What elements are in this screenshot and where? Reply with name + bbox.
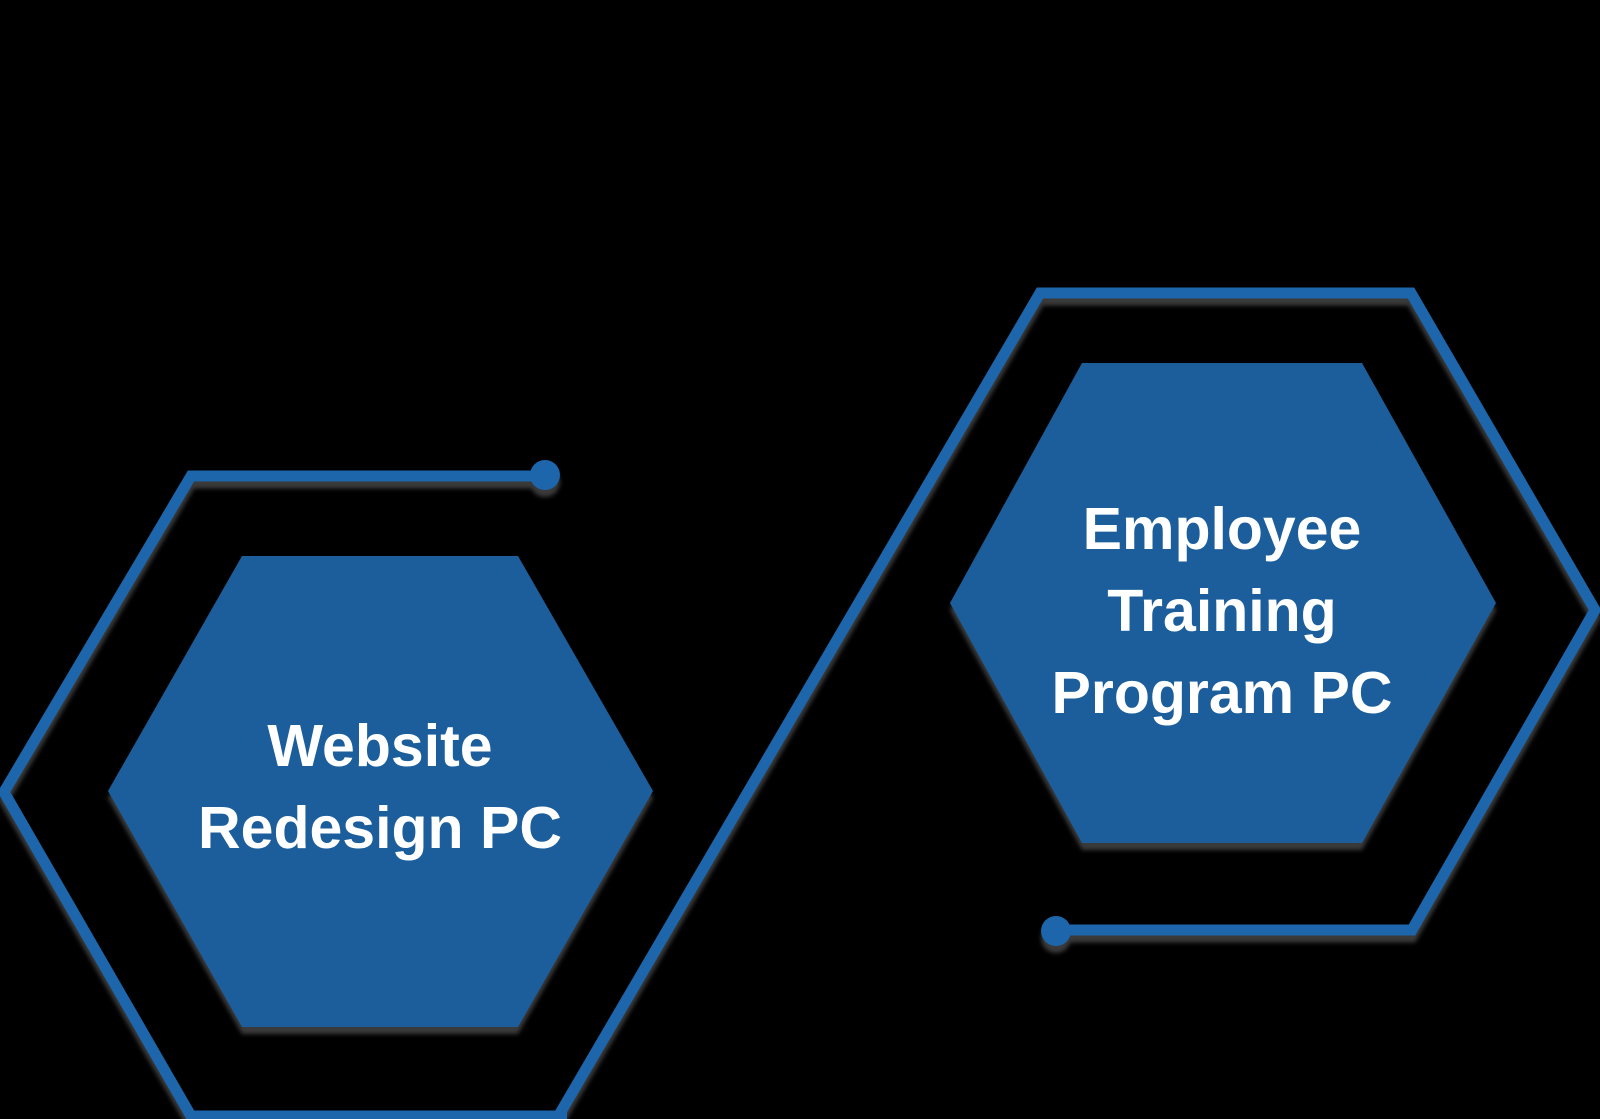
website-redesign-label-line2: Redesign PC (198, 795, 562, 861)
right-hexagon-outline (550, 287, 1600, 1119)
labels-layer: Website Redesign PC Employee Training Pr… (198, 496, 1392, 861)
employee-training-label-line1: Employee (1083, 496, 1362, 562)
left-connector-dot (530, 460, 560, 490)
right-connector-dot (1041, 916, 1071, 946)
employee-training-hexagon (950, 363, 1496, 843)
left-hexagon-outline (0, 470, 567, 1119)
employee-training-label-line3: Program PC (1052, 660, 1393, 726)
website-redesign-label-line1: Website (267, 713, 492, 779)
website-redesign-hexagon (108, 556, 653, 1027)
shapes-layer (0, 287, 1600, 1119)
employee-training-label-line2: Training (1107, 578, 1336, 644)
